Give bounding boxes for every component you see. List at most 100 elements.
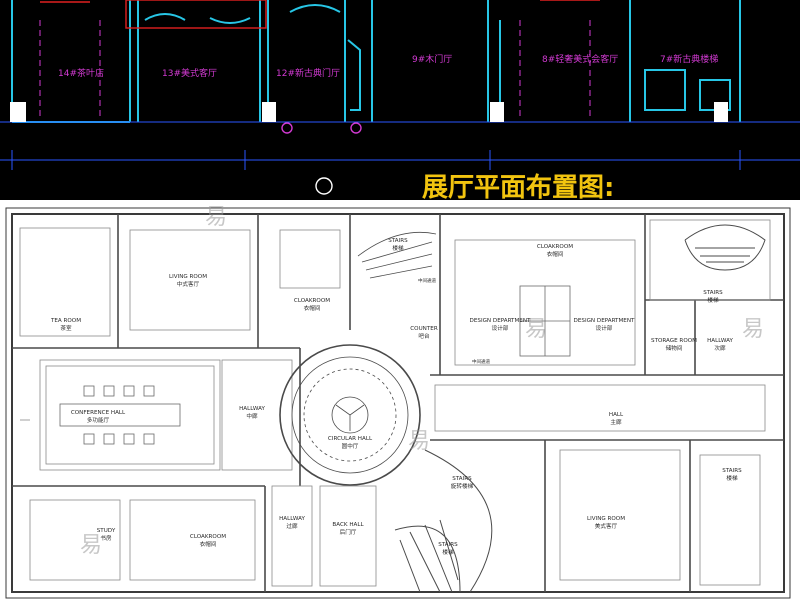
svg-text:楼梯: 楼梯 xyxy=(726,474,738,482)
svg-text:设计部: 设计部 xyxy=(492,324,509,332)
room-label-living-room-us: LIVING ROOM 美式客厅 xyxy=(587,516,625,530)
circular-hall-rings xyxy=(279,344,421,486)
svg-text:HALL: HALL xyxy=(609,412,624,418)
svg-text:楼梯: 楼梯 xyxy=(392,244,404,252)
svg-text:楼梯: 楼梯 xyxy=(707,296,719,304)
svg-text:圆中厅: 圆中厅 xyxy=(342,442,359,450)
svg-text:CLOAKROOM: CLOAKROOM xyxy=(294,298,330,304)
room-label-stairs-top: STAIRS 楼梯 xyxy=(388,238,408,252)
cad-markers xyxy=(281,122,362,195)
watermarks: 易 易 易 易 易 xyxy=(80,205,764,558)
detail-lines xyxy=(19,219,771,587)
room-label-stairs-far-right: STAIRS 楼梯 xyxy=(722,468,742,482)
room-label-hallway-mid: HALLWAY 中廊 xyxy=(239,406,265,420)
conference-furniture xyxy=(59,385,181,445)
cad-walls xyxy=(11,0,741,123)
watermark-glyph: 易 xyxy=(408,429,430,454)
svg-text:茶室: 茶室 xyxy=(60,324,72,332)
svg-text:DESIGN DEPARTMENT: DESIGN DEPARTMENT xyxy=(470,318,531,324)
room-label-study: STUDY 书房 xyxy=(97,528,116,542)
room-label-living-room-cn: LIVING ROOM 中式客厅 xyxy=(169,274,207,288)
room-label-design-a: DESIGN DEPARTMENT 设计部 xyxy=(470,318,531,332)
svg-text:CONFERENCE HALL: CONFERENCE HALL xyxy=(71,410,126,416)
svg-text:CIRCULAR HALL: CIRCULAR HALL xyxy=(328,436,373,442)
room-label-cloakroom-top: CLOAKROOM 衣帽间 xyxy=(537,244,573,258)
plan-heading: 展厅平面布置图: xyxy=(422,173,614,200)
cad-room-boundaries xyxy=(39,20,591,118)
room-label-cloakroom-bottom: CLOAKROOM 衣帽间 xyxy=(190,534,226,548)
svg-text:楼梯: 楼梯 xyxy=(442,548,454,556)
room-label-counter: COUNTER 吧台 xyxy=(410,326,438,340)
shop-label: 9#木门厅 xyxy=(412,53,452,65)
room-label-hall-main: HALL 主廊 xyxy=(609,412,624,426)
svg-text:CLOAKROOM: CLOAKROOM xyxy=(537,244,573,250)
watermark-glyph: 易 xyxy=(525,317,547,342)
shop-label: 8#轻奢美式会客厅 xyxy=(542,53,618,65)
cad-columns xyxy=(10,102,728,122)
svg-text:STAIRS: STAIRS xyxy=(438,542,458,548)
design-desks xyxy=(519,285,571,357)
outer-walls xyxy=(5,207,791,599)
svg-text:储物间: 储物间 xyxy=(666,344,683,352)
room-labels: TEA ROOM 茶室 LIVING ROOM 中式客厅 CLOAKROOM 衣… xyxy=(50,238,742,556)
watermark-glyph: 易 xyxy=(205,205,227,230)
svg-text:STAIRS: STAIRS xyxy=(452,476,472,482)
svg-text:主廊: 主廊 xyxy=(610,418,622,426)
watermark-glyph: 易 xyxy=(80,533,102,558)
svg-text:吧台: 吧台 xyxy=(418,332,430,340)
passage-label: 中间通道 xyxy=(472,358,490,365)
svg-text:STAIRS: STAIRS xyxy=(388,238,408,244)
room-label-stairs-bottom: STAIRS 楼梯 xyxy=(438,542,458,556)
svg-text:CLOAKROOM: CLOAKROOM xyxy=(190,534,226,540)
svg-text:后门厅: 后门厅 xyxy=(340,528,357,536)
passage-labels: 中间通道 中间通道 xyxy=(418,277,490,365)
svg-text:HALLWAY: HALLWAY xyxy=(707,338,733,344)
svg-text:HALLWAY: HALLWAY xyxy=(279,516,305,522)
svg-text:STAIRS: STAIRS xyxy=(703,290,723,296)
room-label-stairs-right: STAIRS 楼梯 xyxy=(703,290,723,304)
svg-text:LIVING ROOM: LIVING ROOM xyxy=(587,516,625,522)
room-label-circular-hall: CIRCULAR HALL 圆中厅 xyxy=(328,436,373,450)
svg-text:衣帽间: 衣帽间 xyxy=(304,304,321,312)
shop-label: 13#美式客厅 xyxy=(162,67,217,79)
passage-label: 中间通道 xyxy=(418,277,436,284)
shop-label: 7#新古典楼梯 xyxy=(660,53,718,65)
room-label-tea-room: TEA ROOM 茶室 xyxy=(50,318,81,332)
showroom-floor-plan: 易 易 易 易 易 TEA ROOM 茶室 LIVING ROOM 中式客厅 C… xyxy=(0,200,800,600)
shop-label: 12#新古典门厅 xyxy=(276,67,340,79)
svg-text:中式客厅: 中式客厅 xyxy=(177,280,200,288)
svg-text:LIVING ROOM: LIVING ROOM xyxy=(169,274,207,280)
room-label-hallway-bottom: HALLWAY 过廊 xyxy=(279,516,305,530)
svg-text:衣帽间: 衣帽间 xyxy=(200,540,217,548)
room-label-hallway-right: HALLWAY 次廊 xyxy=(707,338,733,352)
spiral-stair xyxy=(394,449,493,593)
svg-text:衣帽间: 衣帽间 xyxy=(547,250,564,258)
room-label-cloakroom-left: CLOAKROOM 衣帽间 xyxy=(294,298,330,312)
room-label-conference: CONFERENCE HALL 多功能厅 xyxy=(71,410,126,424)
svg-text:美式客厅: 美式客厅 xyxy=(595,522,618,530)
shop-labels: 14#茶叶店 13#美式客厅 12#新古典门厅 9#木门厅 8#轻奢美式会客厅 … xyxy=(58,53,718,79)
svg-text:次廊: 次廊 xyxy=(714,344,726,352)
shop-label: 14#茶叶店 xyxy=(58,67,104,79)
cad-red-outlines xyxy=(40,0,600,29)
cad-dimension-lines xyxy=(0,121,800,170)
svg-text:旋转楼梯: 旋转楼梯 xyxy=(451,482,474,490)
svg-text:TEA ROOM: TEA ROOM xyxy=(50,318,81,324)
room-label-back-hall: BACK HALL 后门厅 xyxy=(332,522,364,536)
watermark-glyph: 易 xyxy=(742,317,764,342)
top-right-stair xyxy=(684,224,766,271)
top-stair xyxy=(357,231,437,279)
svg-text:STORAGE ROOM: STORAGE ROOM xyxy=(651,338,697,344)
svg-text:STAIRS: STAIRS xyxy=(722,468,742,474)
room-label-storage: STORAGE ROOM 储物间 xyxy=(651,338,697,352)
svg-text:STUDY: STUDY xyxy=(97,528,116,534)
svg-text:COUNTER: COUNTER xyxy=(410,326,438,332)
svg-text:书房: 书房 xyxy=(100,534,112,542)
cad-top-plan: 14#茶叶店 13#美式客厅 12#新古典门厅 9#木门厅 8#轻奢美式会客厅 … xyxy=(0,0,800,200)
svg-text:HALLWAY: HALLWAY xyxy=(239,406,265,412)
svg-text:设计部: 设计部 xyxy=(596,324,613,332)
room-label-design-b: DESIGN DEPARTMENT 设计部 xyxy=(574,318,635,332)
svg-text:过廊: 过廊 xyxy=(286,522,298,530)
svg-text:DESIGN DEPARTMENT: DESIGN DEPARTMENT xyxy=(574,318,635,324)
